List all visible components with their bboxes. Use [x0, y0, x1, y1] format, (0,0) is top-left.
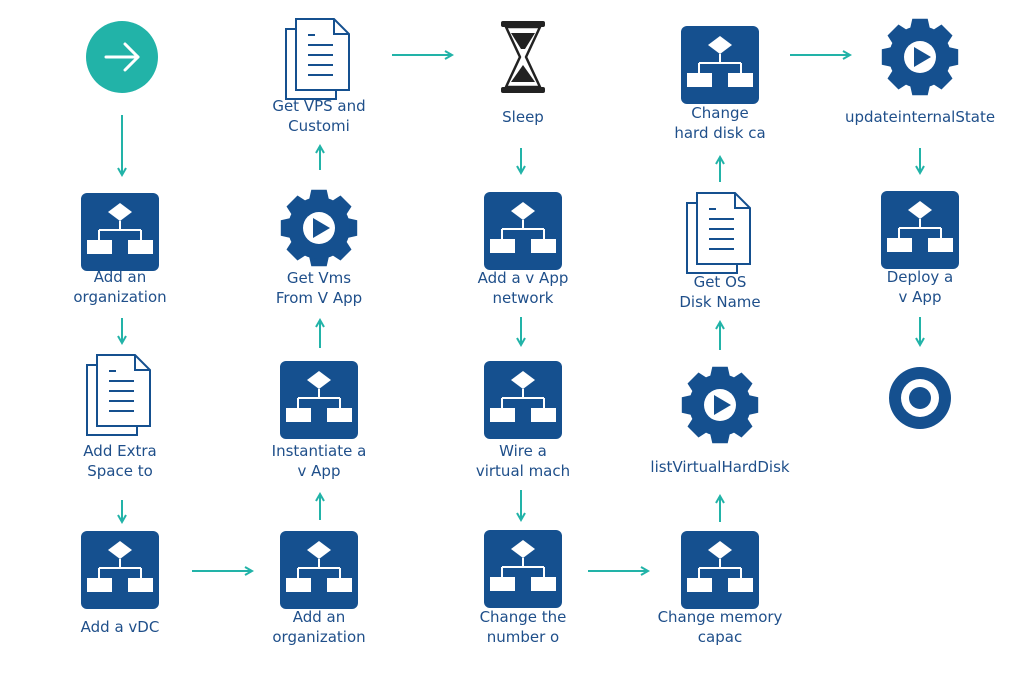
- node-label: Instantiate a: [272, 442, 367, 460]
- node-label: organization: [73, 288, 166, 306]
- workflow-icon: [484, 530, 562, 608]
- node-label: organization: [272, 628, 365, 646]
- node-add-organization-1[interactable]: Add an organization: [73, 193, 167, 306]
- node-label: Get Vms: [287, 269, 351, 287]
- node-list-virtual-hard-disk[interactable]: listVirtualHardDisk: [650, 366, 790, 476]
- workflow-icon: [280, 531, 358, 609]
- node-get-os-disk-name[interactable]: Get OS Disk Name: [679, 192, 761, 311]
- node-wire-virtual-machine[interactable]: Wire a virtual mach: [476, 361, 570, 480]
- gear-play-icon: [881, 18, 959, 96]
- document-icon: [686, 192, 751, 274]
- target-end-icon: [889, 367, 951, 429]
- node-label: Customi: [288, 117, 350, 135]
- node-start[interactable]: [86, 21, 158, 93]
- node-label: Space to: [87, 462, 153, 480]
- workflow-icon: [681, 531, 759, 609]
- node-label: Add an: [293, 608, 346, 626]
- node-label: network: [493, 289, 554, 307]
- document-icon: [86, 354, 151, 436]
- node-label: hard disk ca: [674, 124, 765, 142]
- node-label: listVirtualHardDisk: [650, 458, 789, 476]
- node-change-memory[interactable]: Change memory capac: [658, 531, 783, 646]
- node-add-vapp-network[interactable]: Add a v App network: [478, 192, 569, 307]
- node-label: Get OS: [694, 273, 747, 291]
- node-change-hard-disk[interactable]: Change hard disk ca: [674, 26, 766, 142]
- node-label: Change memory: [658, 608, 783, 626]
- node-sleep[interactable]: Sleep: [501, 21, 545, 126]
- node-label: v App: [298, 462, 341, 480]
- workflow-icon: [81, 531, 159, 609]
- gear-play-icon: [280, 189, 358, 267]
- node-deploy-vapp[interactable]: Deploy a v App: [881, 191, 959, 306]
- node-label: number o: [487, 628, 560, 646]
- node-label: Add Extra: [83, 442, 156, 460]
- node-add-vdc[interactable]: Add a vDC: [81, 531, 160, 636]
- workflow-icon: [81, 193, 159, 271]
- node-label: Get VPS and: [272, 97, 365, 115]
- node-label: Add a v App: [478, 269, 569, 287]
- node-end[interactable]: [889, 367, 951, 429]
- hourglass-icon: [501, 21, 545, 93]
- node-label: updateinternalState: [845, 108, 995, 126]
- node-label: capac: [698, 628, 742, 646]
- node-label: Deploy a: [887, 268, 953, 286]
- connector-arrows: [122, 55, 920, 571]
- workflow-icon: [881, 191, 959, 269]
- workflow-icon: [484, 192, 562, 270]
- document-icon: [285, 18, 350, 100]
- gear-play-icon: [681, 366, 759, 444]
- node-label: Change: [691, 104, 748, 122]
- node-add-organization-2[interactable]: Add an organization: [272, 531, 366, 646]
- workflow-icon: [280, 361, 358, 439]
- node-label: Wire a: [499, 442, 547, 460]
- node-label: virtual mach: [476, 462, 570, 480]
- workflow-icon: [484, 361, 562, 439]
- node-instantiate-vapp[interactable]: Instantiate a v App: [272, 361, 367, 480]
- node-label: Add a vDC: [81, 618, 160, 636]
- node-label: From V App: [276, 289, 362, 307]
- node-change-number[interactable]: Change the number o: [480, 530, 567, 646]
- node-label: Change the: [480, 608, 567, 626]
- node-label: v App: [899, 288, 942, 306]
- arrow-right-circle-icon: [86, 21, 158, 93]
- workflow-icon: [681, 26, 759, 104]
- node-label: Add an: [94, 268, 147, 286]
- node-update-internal-state[interactable]: updateinternalState: [845, 18, 995, 126]
- node-label: Sleep: [502, 108, 544, 126]
- node-label: Disk Name: [679, 293, 760, 311]
